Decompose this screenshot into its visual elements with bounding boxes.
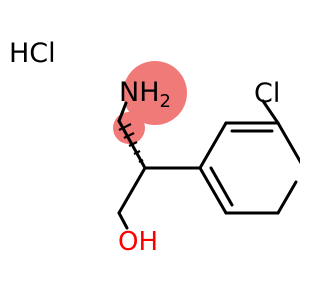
ring-double-3 (276, 180, 298, 215)
hydroxyl-label: OH (118, 227, 159, 257)
bond-n-ch2 (117, 101, 128, 123)
amine-text: NH (119, 77, 160, 108)
stereo-hash-bond (118, 123, 144, 163)
hcl-label: HCl (9, 38, 56, 69)
bond-ch2-o (117, 211, 129, 230)
amine-subscript: 2 (159, 91, 171, 112)
bond-chiral-ch2oh (117, 166, 147, 215)
amine-highlight-atom (123, 61, 187, 125)
amine-highlight (113, 61, 187, 144)
ring-bond-4 (198, 166, 228, 215)
ring-bond-1 (198, 121, 228, 170)
ring-bond-3 (276, 121, 300, 165)
amine-label: NH2 (119, 79, 171, 111)
bond-ring-cl (261, 99, 280, 125)
chlorine-label: Cl (254, 78, 281, 109)
molecule-structure (113, 61, 300, 230)
amine-highlight-carbon (113, 112, 145, 144)
ring-double-1 (209, 166, 234, 207)
